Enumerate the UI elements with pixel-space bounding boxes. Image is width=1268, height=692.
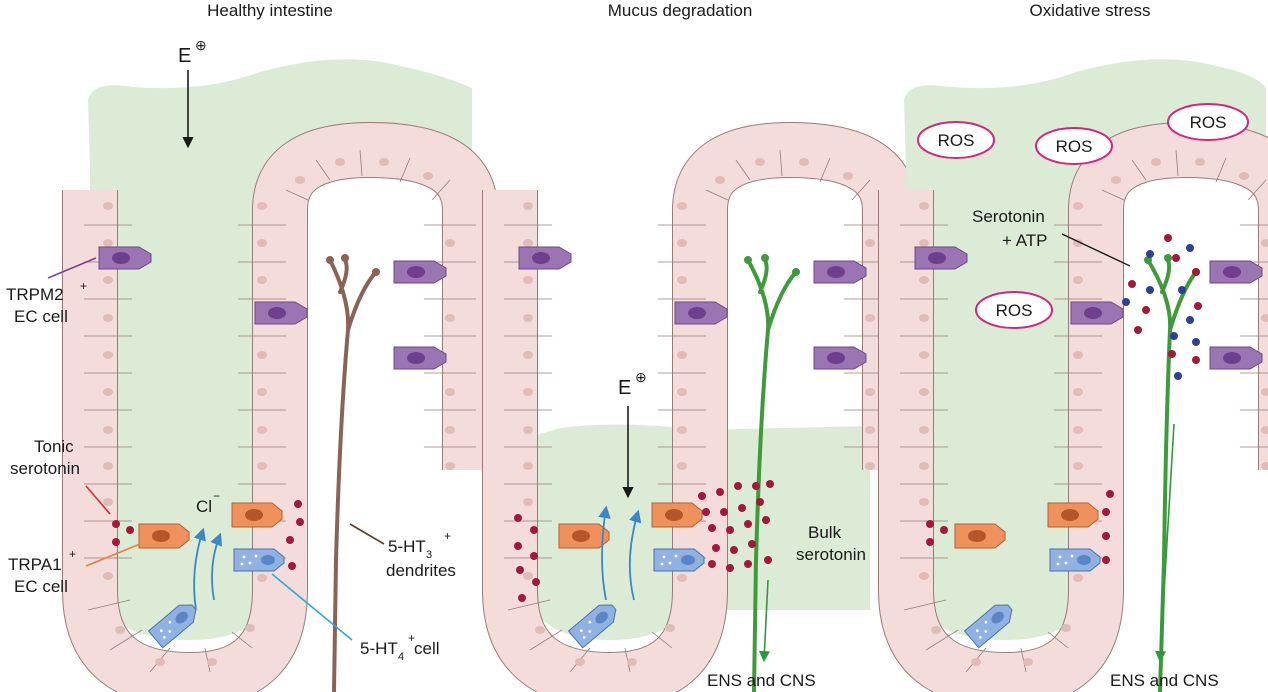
serotonin-atp-dots [1122,234,1202,380]
panel-oxidative-stress: Oxidative stress ROS ROS ROS ROS Seroton… [900,1,1268,692]
ens-cns-label-2: ENS and CNS [1110,671,1219,690]
trpa1-label: TRPA1 [8,555,62,574]
ec-cell-label-2: EC cell [14,577,68,596]
panel-mucus-degradation: Mucus degradation E ⊕ [504,1,896,692]
ros-label-3: ROS [1190,113,1227,132]
ht4-label: 5-HT [360,639,398,658]
ht4-sub: 4 [398,651,404,663]
ht4-sup: + [408,631,415,645]
tonic-label-1: Tonic [34,437,74,456]
tonic-serotonin-dots-3 [926,490,1114,564]
panel-title-oxidative: Oxidative stress [1030,1,1151,20]
serotonin-atp-label-2: + ATP [1002,231,1048,250]
panel-healthy: Healthy intestine E ⊕ Cl − [6,1,476,692]
ens-cns-label-1: ENS and CNS [707,671,816,690]
ht3-dendrites-label: dendrites [386,561,456,580]
bulk-label-1: Bulk [808,523,842,542]
electrophile-symbol: ⊕ [195,37,207,53]
ros-label-1: ROS [938,131,975,150]
tonic-label-2: serotonin [10,459,80,478]
ros-label-4: ROS [996,301,1033,320]
chloride-label: Cl [196,497,212,516]
bulk-label-2: serotonin [796,545,866,564]
electrophile-label: E [178,45,191,67]
electrophile-label-2: E [618,377,631,399]
ht3-sup: + [444,529,451,543]
ht3-label: 5-HT [388,537,426,556]
panel-title-healthy: Healthy intestine [207,1,333,20]
trpa1-sup: + [69,547,76,561]
chloride-sup: − [213,489,220,503]
ros-label-2: ROS [1056,137,1093,156]
trpm2-sup: + [80,279,87,293]
ros-bubbles [917,103,1249,329]
serotonin-atp-label-1: Serotonin [972,207,1045,226]
tonic-serotonin-dots [112,500,304,570]
bulk-serotonin-dots [514,480,774,602]
ht4-cell-label: cell [414,639,440,658]
panel-title-mucus: Mucus degradation [608,1,753,20]
electrophile-symbol-2: ⊕ [635,369,647,385]
nerve-stimulated-oxidative [1146,258,1198,692]
trpm2-label: TRPM2 [6,285,64,304]
ec-cell-label-1: EC cell [14,307,68,326]
ht3-sub: 3 [426,549,432,561]
